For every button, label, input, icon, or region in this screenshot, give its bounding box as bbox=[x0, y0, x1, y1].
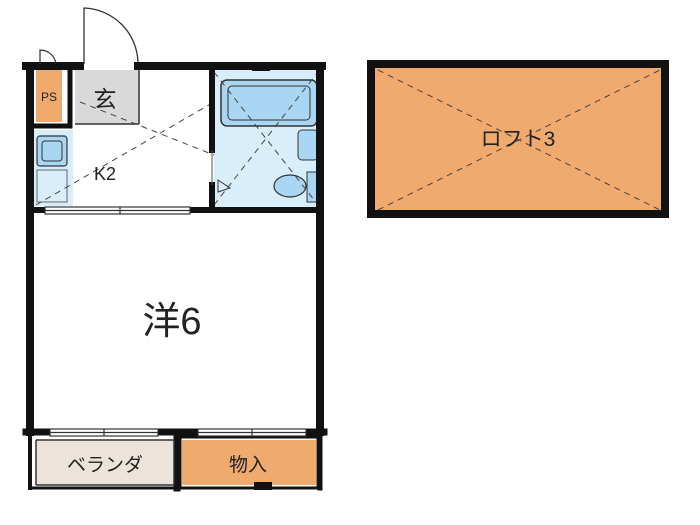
bathtub-inner bbox=[227, 85, 311, 121]
storage-door-mark bbox=[254, 482, 272, 490]
stove-counter bbox=[36, 169, 68, 203]
kitchen-sink-bowl bbox=[41, 140, 63, 162]
ps-shaft bbox=[36, 70, 62, 122]
bath-door-triangle bbox=[217, 179, 232, 193]
genkan-label: 玄 bbox=[94, 86, 117, 112]
kitchen-label: K2 bbox=[94, 164, 116, 184]
ps-door-swing bbox=[39, 49, 57, 65]
balcony-label: ベランダ bbox=[67, 454, 143, 476]
dashed-guides bbox=[35, 69, 661, 211]
loft-label: ロフト3 bbox=[481, 128, 556, 151]
balcony-area bbox=[36, 440, 174, 485]
genkan-floor bbox=[75, 70, 139, 124]
western-room-label: 洋6 bbox=[142, 301, 201, 343]
toilet bbox=[273, 174, 307, 198]
washbasin bbox=[297, 129, 319, 161]
storage-label: 物入 bbox=[229, 454, 267, 476]
inner-lines bbox=[35, 70, 175, 486]
loft-outline bbox=[367, 60, 669, 218]
storage-area bbox=[182, 440, 316, 485]
front-door-swing bbox=[83, 7, 139, 64]
window-balcony bbox=[49, 428, 159, 437]
ps-label: PS bbox=[41, 90, 57, 104]
window-kitchen-room bbox=[44, 206, 191, 215]
window-storage bbox=[197, 428, 307, 437]
bath-vent-mark bbox=[252, 63, 270, 71]
storage-outline bbox=[178, 435, 320, 490]
